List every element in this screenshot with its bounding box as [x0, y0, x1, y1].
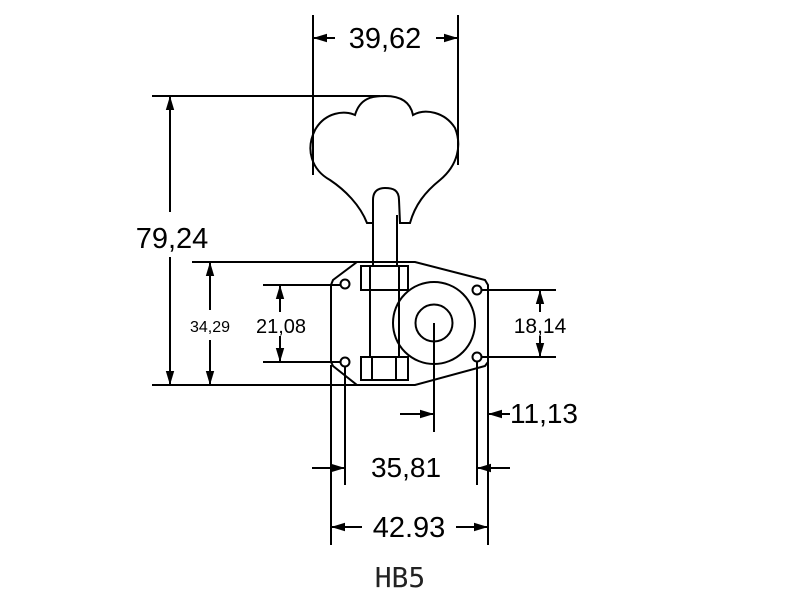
top-nut	[360, 265, 409, 291]
dim-right-hole-spacing: 18,14	[514, 315, 567, 338]
model-label: HB5	[375, 561, 426, 594]
dimension-lines	[152, 15, 556, 545]
tuner-key	[309, 94, 460, 224]
dim-left-hole-spacing: 21,08	[256, 316, 306, 338]
dim-hole-spacing-horizontal: 35,81	[371, 452, 441, 483]
bottom-nut	[360, 356, 409, 381]
screw-hole	[471, 284, 483, 296]
dim-plate-height: 34,29	[190, 319, 230, 336]
screw-hole	[339, 356, 351, 368]
screw-hole	[471, 351, 483, 363]
dim-overall-height: 79,24	[136, 223, 209, 255]
mounting-plate	[330, 261, 489, 386]
dim-post-to-hole: 11,13	[510, 398, 578, 429]
dim-key-width: 39,62	[349, 23, 422, 55]
screw-hole	[339, 278, 351, 290]
dim-plate-width: 42.93	[373, 512, 446, 544]
